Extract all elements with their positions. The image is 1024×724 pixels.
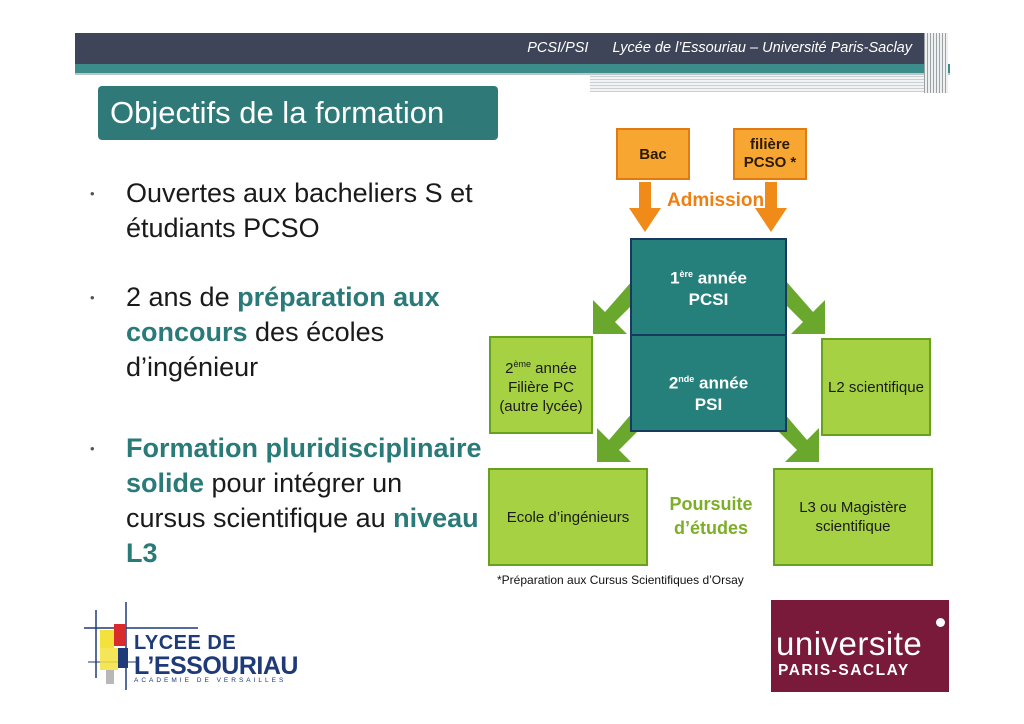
bullet-1-text: Ouvertes aux bacheliers S et étudiants P… [126, 178, 473, 243]
lycee-logo-graphic [84, 602, 198, 690]
bullet-3-text: Formation pluridisciplinaire solide pour… [126, 431, 486, 571]
box-l2-label: L2 scientifique [828, 378, 924, 396]
pc-num: 2 [505, 359, 514, 377]
year2-sup: nde [678, 373, 695, 384]
poursuite-etudes-label: Poursuite d’études [660, 492, 762, 540]
box-year2-line1: 2nde année [669, 368, 748, 395]
lycee-logo-line3: ACADEMIE DE VERSAILLES [134, 677, 287, 684]
box-filiere-line1: filière [749, 136, 791, 153]
box-l2-scientifique: L2 scientifique [821, 338, 931, 436]
ups-logo-line1: universite [776, 625, 923, 662]
box-bac-label: Bac [639, 145, 667, 163]
bullet-3-highlight: Formation pluridisciplinaire solide [126, 433, 482, 498]
header-divider [75, 73, 950, 75]
bullet-2-pre: 2 ans de [126, 282, 238, 312]
bullet-dot: • [90, 186, 95, 201]
admission-label: Admission [667, 190, 765, 211]
header-bar: PCSI/PSI Lycée de l’Essouriau – Universit… [75, 33, 930, 64]
box-l3-magistere: L3 ou Magistère scientifique [773, 468, 933, 566]
footnote: *Préparation aux Cursus Scientifiques d’… [497, 573, 744, 587]
year1-label: année [697, 268, 747, 288]
box-l3-line2: scientifique [815, 518, 891, 535]
poursuite-line1: Poursuite [669, 494, 753, 514]
pc-label: année [535, 359, 577, 377]
bullet-3-mid: pour intégrer un cursus scientifique au [126, 468, 403, 533]
box-ecole-ingenieurs: Ecole d’ingénieurs [488, 468, 648, 566]
year2-num: 2 [668, 373, 679, 393]
box-year2-name: PSI [694, 395, 723, 415]
box-l3-line1: L3 ou Magistère [799, 499, 907, 516]
slide-title: Objectifs de la formation [98, 86, 498, 140]
box-year1-pcsi: 1ère année PCSI [630, 238, 787, 336]
pc-sup: ème [513, 358, 531, 369]
header-text: PCSI/PSI Lycée de l’Essouriau – Universit… [527, 40, 912, 56]
header-accent-line [75, 64, 950, 73]
box-bac: Bac [616, 128, 690, 180]
bullet-dot: • [90, 290, 95, 305]
lycee-logo-line2: L’ESSOURIAU [134, 652, 298, 680]
poursuite-line2: d’études [673, 518, 748, 538]
year2-label: année [699, 373, 749, 393]
box-pc-line2: Filière PC [508, 378, 574, 396]
lycee-logo-line1: LYCEE DE [134, 632, 237, 654]
bullet-3-highlight-2: niveau L3 [126, 503, 479, 568]
arrow-bac-down [629, 182, 661, 232]
ups-logo-line2: PARIS-SACLAY [778, 662, 910, 679]
bullet-2-highlight: préparation aux concours [126, 282, 440, 347]
box-year1-line1: 1ère année [670, 263, 747, 290]
box-pc-other-lycee: 2ème année Filière PC (autre lycée) [489, 336, 593, 434]
pathway-diagram: Bac filière PCSO * Admission 1ère année … [485, 120, 945, 566]
bullet-dot: • [90, 441, 95, 456]
bullet-2-post: des écoles d’ingénieur [126, 317, 385, 382]
box-pc-line3: (autre lycée) [499, 397, 583, 415]
box-year1-name: PCSI [688, 290, 729, 310]
universite-paris-saclay-logo [771, 600, 949, 692]
box-filiere-pcso: filière PCSO * [733, 128, 807, 180]
header-program: PCSI/PSI [527, 40, 589, 56]
year1-sup: ère [679, 268, 694, 279]
box-filiere-line2: PCSO * [743, 154, 797, 171]
header-hatch-decoration [590, 75, 945, 92]
arrow-filiere-down [755, 182, 787, 232]
box-year2-psi: 2nde année PSI [630, 334, 787, 432]
year1-num: 1 [670, 268, 680, 288]
header-institution: Lycée de l’Essouriau – Université Paris-… [612, 40, 912, 56]
ups-logo-dot [936, 618, 945, 627]
header-hatch-vertical [924, 33, 948, 93]
box-ecole-label: Ecole d’ingénieurs [506, 508, 630, 526]
box-pc-line1: 2ème année [505, 355, 577, 378]
bullet-2-text: 2 ans de préparation aux concours des éc… [126, 280, 486, 385]
